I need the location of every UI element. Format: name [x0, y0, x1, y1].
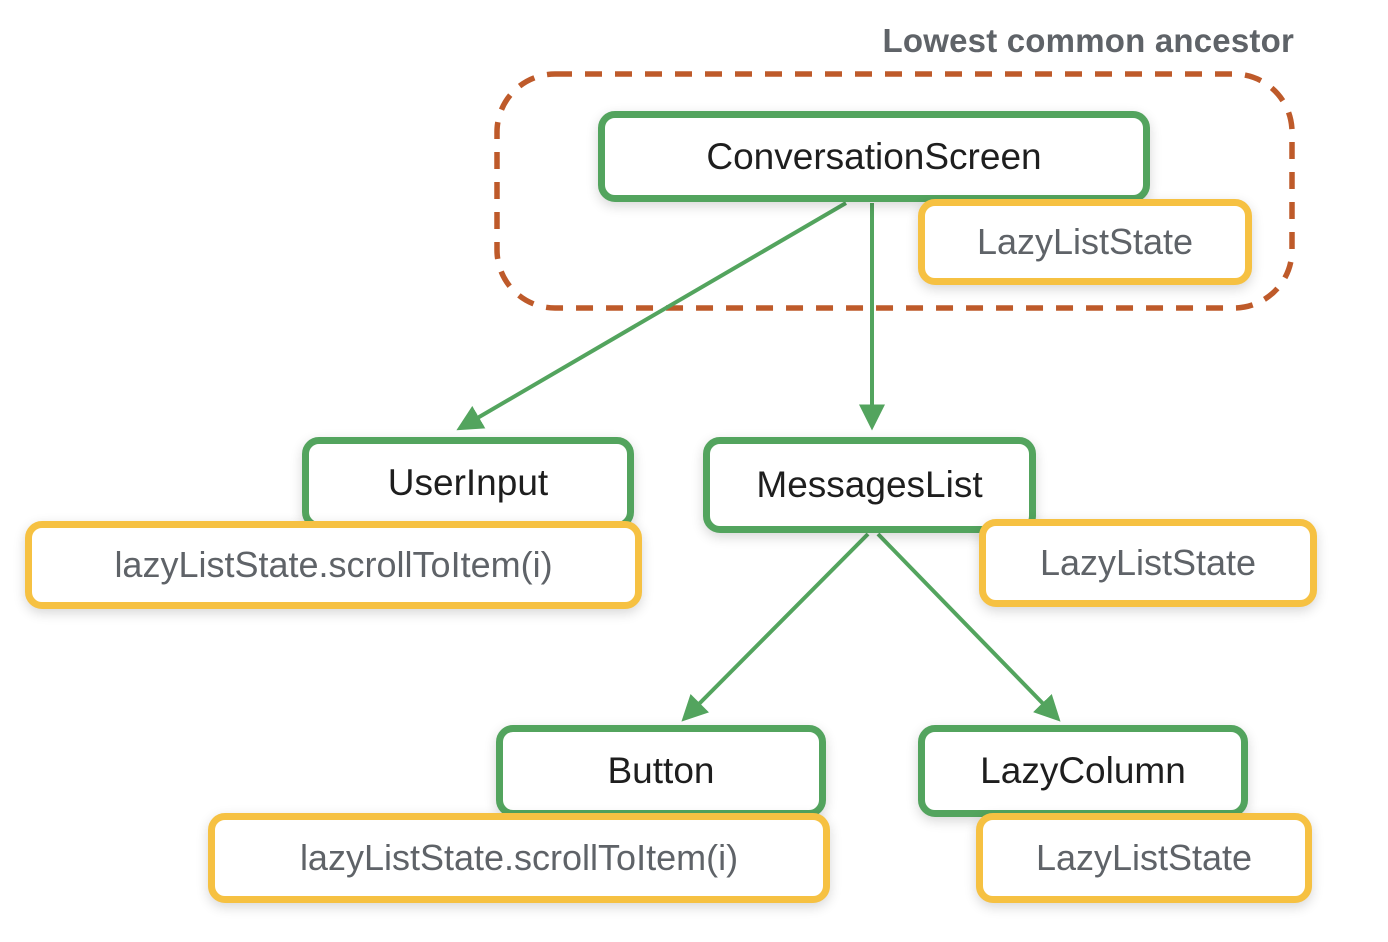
- state-label: LazyListState: [976, 221, 1194, 262]
- node-label: MessagesList: [756, 464, 983, 505]
- state-badge-conversation-screen: LazyListState: [918, 199, 1252, 285]
- state-badge-user-input: lazyListState.scrollToItem(i): [25, 521, 642, 609]
- state-badge-button: lazyListState.scrollToItem(i): [208, 813, 830, 903]
- state-badge-lazy-column: LazyListState: [976, 813, 1312, 903]
- state-label: LazyListState: [1035, 837, 1253, 878]
- state-label: lazyListState.scrollToItem(i): [114, 544, 553, 585]
- node-label: Button: [607, 750, 715, 791]
- state-label: LazyListState: [1039, 542, 1257, 583]
- node-label: UserInput: [387, 462, 549, 503]
- node-lazy-column: LazyColumn: [918, 725, 1248, 817]
- edge-messageslist-lazycolumn: [876, 532, 1061, 722]
- node-conversation-screen: ConversationScreen: [598, 111, 1150, 202]
- edge-messageslist-button: [681, 532, 870, 722]
- node-messages-list: MessagesList: [703, 437, 1036, 533]
- node-label: LazyColumn: [980, 750, 1186, 791]
- node-user-input: UserInput: [302, 437, 634, 529]
- state-label: lazyListState.scrollToItem(i): [299, 837, 739, 878]
- lowest-common-ancestor-label: Lowest common ancestor: [882, 22, 1294, 59]
- node-label: ConversationScreen: [706, 135, 1042, 177]
- node-button: Button: [496, 725, 826, 817]
- lca-dashed-outline: [494, 71, 1295, 311]
- edge-conversationscreen-userinput: [456, 201, 848, 431]
- state-badge-messages-list: LazyListState: [979, 519, 1317, 607]
